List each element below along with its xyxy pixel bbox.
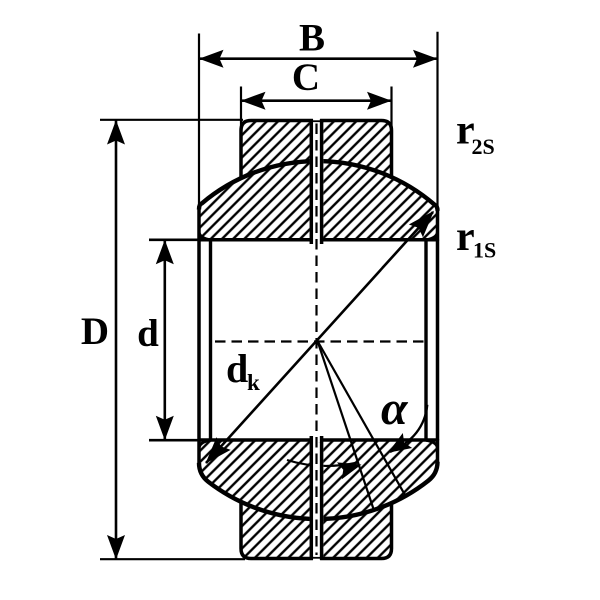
svg-text:r: r <box>456 108 475 154</box>
svg-text:α: α <box>381 382 409 435</box>
svg-text:k: k <box>247 370 260 395</box>
svg-text:2S: 2S <box>472 134 495 159</box>
svg-text:C: C <box>292 56 320 99</box>
svg-text:D: D <box>81 310 109 353</box>
svg-text:B: B <box>299 16 325 59</box>
svg-text:r: r <box>456 214 475 260</box>
svg-text:d: d <box>226 346 248 391</box>
svg-text:1S: 1S <box>473 238 496 263</box>
svg-text:d: d <box>137 312 159 355</box>
